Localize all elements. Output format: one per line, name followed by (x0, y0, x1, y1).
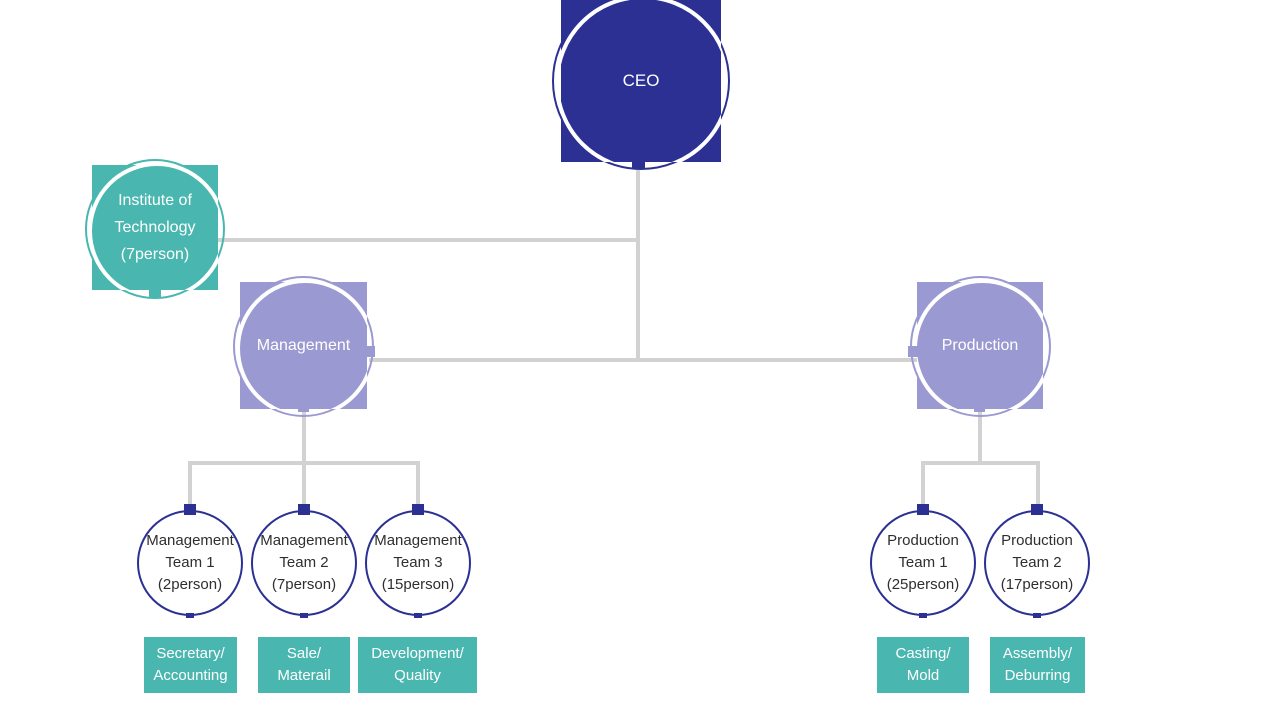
label-line: Materail (277, 667, 331, 684)
production-bottom-connector-pin (974, 402, 985, 412)
production-left-connector-pin (908, 346, 919, 357)
node-management: Management (233, 276, 374, 417)
team-p1-top-pin (917, 504, 929, 515)
label-line: Sale/ (286, 645, 322, 662)
label-line: Casting/ (895, 645, 951, 662)
management-right-connector-pin (364, 346, 375, 357)
label-line: Team 2 (1012, 554, 1062, 571)
tag-assembly-deburring: Assembly/ Deburring (990, 637, 1085, 693)
label-line: Deburring (1004, 667, 1071, 684)
team-circle-management-2: Management Team 2 (7person) (251, 510, 357, 616)
team-p2-top-pin (1031, 504, 1043, 515)
node-institute-of-technology: Institute of Technology (7person) (85, 159, 225, 299)
label-line: Technology (114, 219, 196, 236)
label-line: (7person) (271, 576, 337, 593)
team-m3-top-pin (412, 504, 424, 515)
label-line: Quality (394, 667, 441, 684)
node-ceo: CEO (552, 0, 730, 170)
tag-secretary-accounting: Secretary/ Accounting (144, 637, 237, 693)
label-line: Mold (906, 667, 940, 684)
label-line: Team 2 (279, 554, 329, 571)
label-line: (17person) (1000, 576, 1074, 593)
institute-connector-pin (149, 286, 161, 297)
label-line: Accounting (153, 667, 228, 684)
production-label: Production (941, 336, 1019, 354)
label-line: Management (374, 532, 462, 549)
label-line: Management (146, 532, 234, 549)
team-circle-production-2: Production Team 2 (17person) (984, 510, 1090, 616)
ceo-connector-pin (632, 156, 645, 168)
node-production: Production (910, 276, 1051, 417)
label-line: (7person) (120, 246, 190, 263)
label-line: Team 3 (393, 554, 443, 571)
label-line: Team 1 (898, 554, 948, 571)
team-p1-bottom-pin (919, 613, 927, 618)
team-circle-production-1: Production Team 1 (25person) (870, 510, 976, 616)
label-line: (15person) (381, 576, 455, 593)
team-circle-management-3: Management Team 3 (15person) (365, 510, 471, 616)
label-line: Development/ (371, 645, 464, 662)
label-line: Assembly/ (1002, 645, 1073, 662)
team-m1-bottom-pin (186, 613, 194, 618)
label-line: Production (1001, 532, 1073, 549)
tag-casting-mold: Casting/ Mold (877, 637, 969, 693)
institute-label: Institute of Technology (7person) (115, 187, 196, 268)
label-line: Team 1 (165, 554, 215, 571)
team-p2-bottom-pin (1033, 613, 1041, 618)
label-line: Institute of (118, 192, 192, 209)
team-circle-management-1: Management Team 1 (2person) (137, 510, 243, 616)
team-m3-bottom-pin (414, 613, 422, 618)
management-bottom-connector-pin (298, 402, 309, 412)
team-m1-top-pin (184, 504, 196, 515)
label-line: Management (260, 532, 348, 549)
ceo-label: CEO (622, 71, 660, 90)
team-m2-bottom-pin (300, 613, 308, 618)
label-line: Production (887, 532, 959, 549)
management-label: Management (256, 336, 351, 354)
label-line: (2person) (157, 576, 223, 593)
team-m2-top-pin (298, 504, 310, 515)
label-line: Secretary/ (156, 645, 225, 662)
tag-development-quality: Development/ Quality (358, 637, 477, 693)
tag-sale-materail: Sale/ Materail (258, 637, 350, 693)
label-line: (25person) (886, 576, 960, 593)
